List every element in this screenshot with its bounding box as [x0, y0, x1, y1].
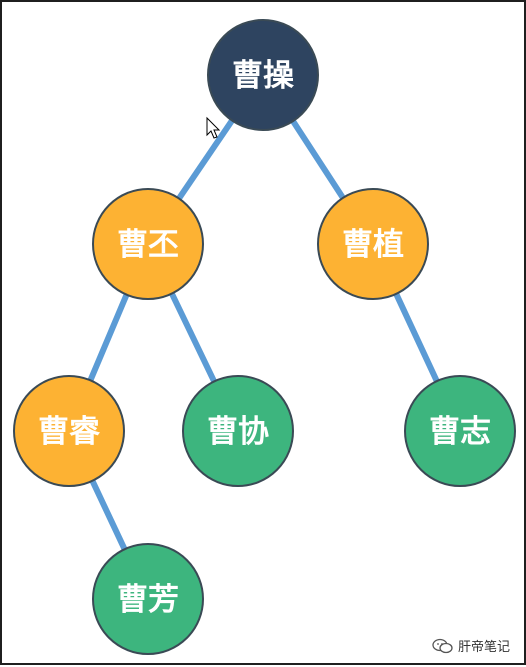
- node-circle: [13, 375, 125, 487]
- node-circle: [404, 375, 516, 487]
- edge-caorui-caofang: [88, 477, 129, 553]
- node-circle: [317, 188, 429, 300]
- node-label: 曹丕: [117, 227, 179, 263]
- wechat-icon: [432, 638, 453, 653]
- edge-caopi-caorui: [86, 291, 131, 384]
- node-label: 曹植: [342, 227, 404, 263]
- node-circle: [92, 188, 204, 300]
- node-label: 曹志: [429, 414, 491, 450]
- node-circle: [182, 375, 294, 487]
- edge-caocao-caopi: [175, 117, 236, 202]
- watermark: 肝帝笔记: [432, 636, 510, 655]
- node-label: 曹睿: [38, 414, 101, 450]
- node-caocao: 曹操: [207, 19, 319, 131]
- node-caorui: 曹睿: [13, 375, 125, 487]
- node-circle: [92, 543, 204, 655]
- node-label: 曹操: [232, 58, 294, 94]
- node-caozhi: 曹植: [317, 188, 429, 300]
- watermark-text: 肝帝笔记: [457, 640, 510, 655]
- node-caozhi2: 曹志: [404, 375, 516, 487]
- mouse-cursor-icon: [206, 116, 221, 139]
- edges-layer: [86, 117, 441, 553]
- edge-caopi-caoxie: [168, 290, 218, 385]
- edge-caocao-caozhi: [289, 117, 347, 202]
- node-caofang: 曹芳: [92, 543, 204, 655]
- node-circle: [207, 19, 319, 131]
- edge-caozhi-caozhi2: [392, 290, 441, 385]
- node-caoxie: 曹协: [182, 375, 294, 487]
- node-label: 曹协: [207, 414, 269, 450]
- node-label: 曹芳: [117, 582, 179, 618]
- node-caopi: 曹丕: [92, 188, 204, 300]
